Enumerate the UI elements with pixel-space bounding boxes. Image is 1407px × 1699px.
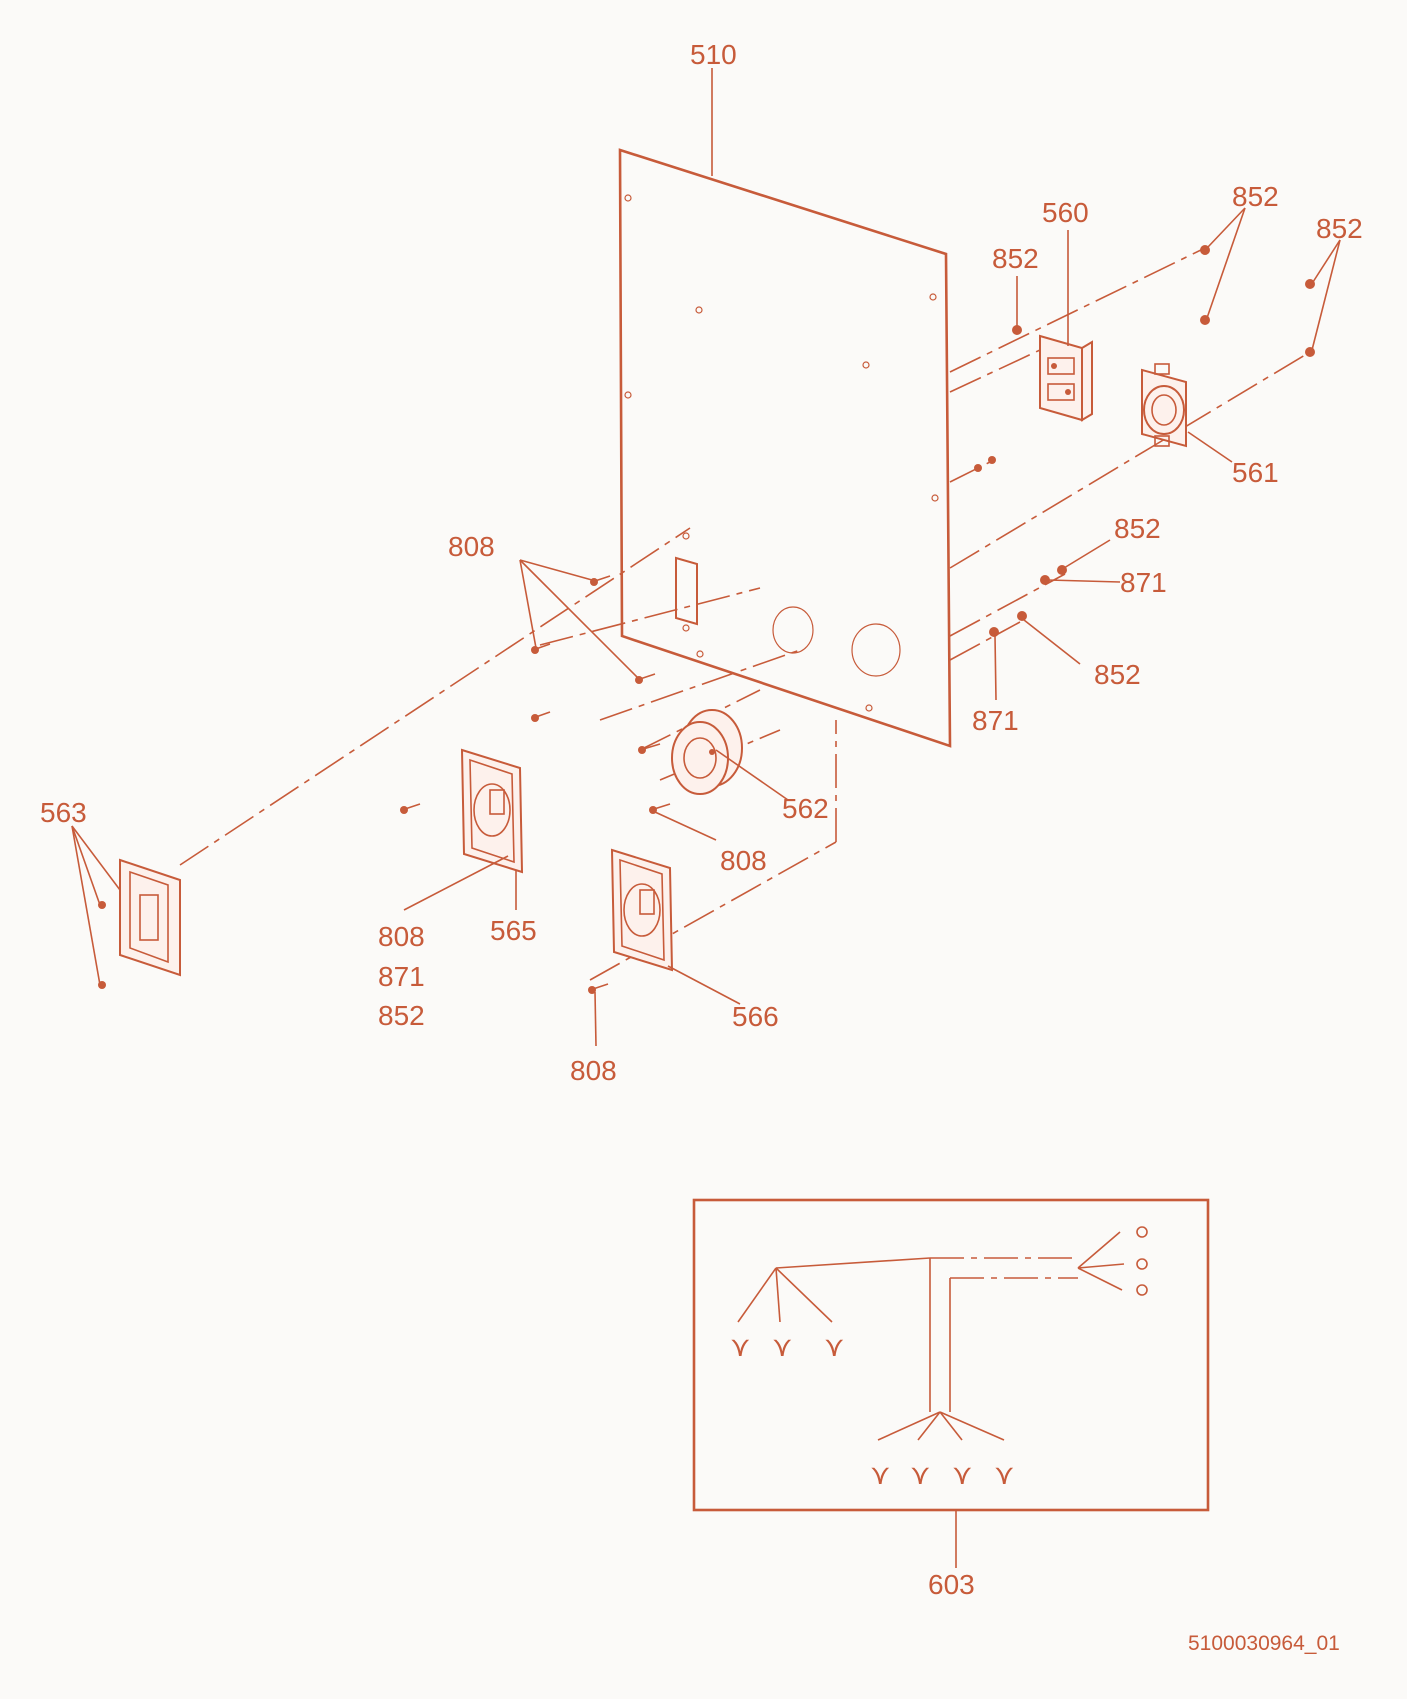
screw-852-a	[1012, 325, 1022, 335]
label-871-b: 871	[972, 705, 1019, 736]
weatherproof-outlet-icon-2	[610, 848, 674, 972]
washer-871-b	[989, 627, 999, 637]
screw-852-b2	[1200, 315, 1210, 325]
label-561: 561	[1232, 457, 1279, 488]
label-808-b: 808	[720, 845, 767, 876]
svg-text:⋎: ⋎	[910, 1459, 931, 1490]
svg-text:⋎: ⋎	[994, 1459, 1015, 1490]
svg-text:⋎: ⋎	[824, 1331, 845, 1362]
washer-852-e	[1017, 611, 1027, 621]
label-852-f: 852	[378, 1000, 425, 1031]
weatherproof-outlet-icon	[460, 748, 524, 874]
label-852-e: 852	[1094, 659, 1141, 690]
label-510: 510	[690, 39, 737, 70]
label-871-c: 871	[378, 961, 425, 992]
mounting-panel	[618, 148, 952, 748]
label-852-d: 852	[1114, 513, 1161, 544]
blank-cover-plate-icon	[119, 858, 181, 977]
label-560: 560	[1042, 197, 1089, 228]
svg-text:⋎: ⋎	[952, 1459, 973, 1490]
twist-lock-receptacle-icon	[1141, 363, 1187, 448]
screw-852-c2	[1305, 347, 1315, 357]
screw-panel-b	[988, 456, 996, 464]
label-808-d: 808	[570, 1055, 617, 1086]
svg-text:⋎: ⋎	[772, 1331, 793, 1362]
screw-panel-a	[974, 464, 982, 472]
gfci-receptacle-icon	[1039, 334, 1093, 422]
label-852-a: 852	[992, 243, 1039, 274]
label-871-a: 871	[1120, 567, 1167, 598]
wire-harness-icon: ⋎ ⋎ ⋎ ⋎ ⋎ ⋎ ⋎	[692, 1198, 1210, 1568]
svg-text:⋎: ⋎	[870, 1459, 891, 1490]
label-603: 603	[928, 1569, 975, 1600]
label-808-a: 808	[448, 531, 495, 562]
screw-852-b1	[1200, 245, 1210, 255]
washer-871-a	[1040, 575, 1050, 585]
label-562: 562	[782, 793, 829, 824]
label-808-c: 808	[378, 921, 425, 952]
leader-lines	[71, 68, 1341, 1047]
label-852-b: 852	[1232, 181, 1279, 212]
label-563: 563	[40, 797, 87, 828]
label-566: 566	[732, 1001, 779, 1032]
svg-text:⋎: ⋎	[730, 1331, 751, 1362]
drawing-id: 5100030964_01	[1188, 1632, 1340, 1655]
label-565: 565	[490, 915, 537, 946]
label-852-c: 852	[1316, 213, 1363, 244]
power-inlet-icon	[671, 709, 743, 795]
